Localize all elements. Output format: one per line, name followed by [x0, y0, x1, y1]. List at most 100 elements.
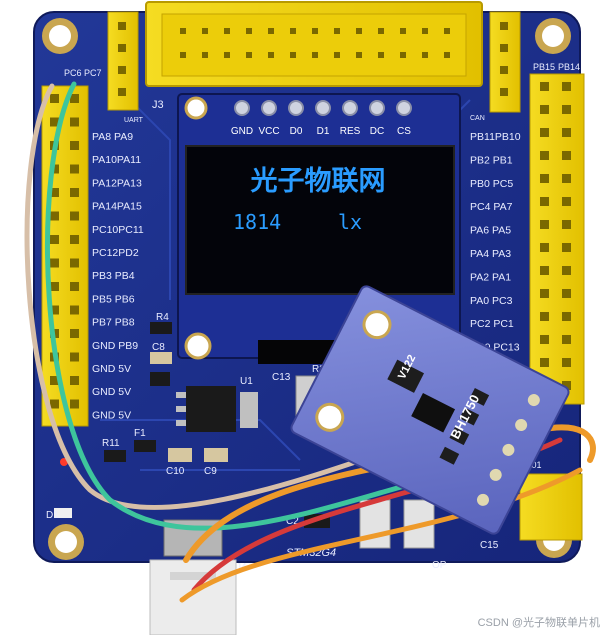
left-pin-label: PC10PC11: [92, 224, 144, 236]
right-header-pin: [540, 151, 549, 160]
right-header-pin: [562, 220, 571, 229]
right-pin-label: PA4 PA3: [470, 248, 511, 260]
label-c15: C15: [480, 540, 499, 551]
oled-pin-label: GND: [231, 126, 253, 137]
u1-label: U1: [240, 376, 253, 387]
can-label: CAN: [470, 115, 485, 122]
left-pin-label: GND 5V: [92, 409, 131, 421]
box-header-pin: [246, 28, 252, 34]
left-header-pin: [50, 376, 59, 385]
right-header-pin: [540, 266, 549, 275]
left-header-pin: [70, 164, 79, 174]
box-header-pin: [444, 28, 450, 34]
left-header-pin: [50, 282, 59, 291]
box-header-pin: [378, 52, 384, 58]
left-header-pin: [70, 117, 79, 127]
right-header-pin: [562, 312, 571, 321]
right-pin-label: PB0 PC5: [470, 178, 513, 190]
left-pin-label: PC12PD2: [92, 247, 139, 259]
oled-pin-hole: [288, 100, 304, 116]
mounting-hole-top-right: [535, 18, 571, 54]
box-header-pin: [356, 28, 362, 34]
oled-title: 光子物联网: [250, 166, 386, 197]
left-header-pin: [50, 235, 59, 244]
pb15-label: PB15: [533, 62, 555, 72]
oled-pin-label: D1: [317, 126, 330, 137]
left-header-pin: [50, 117, 59, 127]
led-d1: [54, 508, 72, 518]
label-c9: C9: [204, 466, 217, 477]
uart-label: UART: [124, 117, 144, 124]
left-header-pin: [50, 211, 59, 221]
pb14-label: PB14: [558, 62, 580, 72]
left-pin-label: GND 5V: [92, 386, 131, 398]
box-header-pin: [312, 52, 318, 58]
label-c8: C8: [152, 342, 165, 353]
right-header-pin: [562, 82, 571, 91]
left-header-pin: [50, 94, 59, 103]
fuse-f1: [134, 440, 156, 452]
label-c13: C13: [272, 372, 291, 383]
left-pin-label: PB5 PB6: [92, 293, 135, 305]
left-header-pin: [50, 305, 59, 315]
oled-pin-hole: [234, 100, 250, 116]
box-header-pin: [444, 52, 450, 58]
j3-label: J3: [152, 99, 164, 111]
right-header-pin: [562, 266, 571, 275]
left-header-pin: [70, 188, 79, 197]
capacitor-c10: [168, 448, 192, 462]
right-pin-label: PA2 PA1: [470, 271, 511, 283]
left-pin-label: PA12PA13: [92, 177, 142, 189]
can-header: [489, 11, 521, 113]
oled-pin-label: RES: [340, 126, 361, 137]
left-header-pin: [50, 258, 59, 268]
right-pin-label: PA6 PA5: [470, 225, 511, 237]
box-header-pin: [290, 52, 296, 58]
left-pin-label: PA8 PA9: [92, 131, 133, 143]
right-header-pin: [540, 174, 549, 183]
right-pin-label: PC4 PA7: [470, 201, 513, 213]
box-header-pin: [312, 28, 318, 34]
left-header-pin: [70, 376, 79, 385]
right-pin-label: PC2 PC1: [470, 318, 514, 330]
left-pin-label: PB7 PB8: [92, 317, 135, 329]
left-pin-label: PA14PA15: [92, 201, 142, 213]
right-header-pin: [562, 128, 571, 137]
chip-small: [150, 372, 170, 386]
box-header-pin: [356, 52, 362, 58]
left-pin-label: PA10PA11: [92, 154, 141, 166]
box-header-pin: [224, 52, 230, 58]
right-header-pin: [540, 220, 549, 229]
box-header-pin: [180, 52, 186, 58]
left-header-pin: [70, 329, 79, 338]
left-header-pin: [70, 258, 79, 268]
label-f1: F1: [134, 428, 146, 439]
box-header-pin: [334, 28, 340, 34]
mcu-label: STM32G4: [286, 547, 336, 559]
right-header-pin: [562, 358, 571, 367]
capacitor-c8: [150, 352, 172, 364]
oled-pin-hole: [315, 100, 331, 116]
tactile-button: [359, 499, 391, 549]
label-d1: D1: [46, 510, 59, 521]
right-pin-label: PB11PB10: [470, 131, 521, 143]
left-header-pin: [70, 235, 79, 244]
label-c2: C2: [286, 516, 299, 527]
pc6-label: PC6: [64, 68, 82, 78]
left-pin-label: PB3 PB4: [92, 270, 135, 282]
left-header-pin: [70, 305, 79, 315]
bh1750-sensor-module: [290, 285, 570, 535]
oled-pin-hole: [342, 100, 358, 116]
oled-pin-hole: [396, 100, 412, 116]
voltage-regulator-u1: [176, 386, 258, 432]
box-header-pin: [290, 28, 296, 34]
right-header-pin: [562, 174, 571, 183]
oled-pin-label: DC: [370, 126, 384, 137]
right-pin-header: [529, 73, 585, 405]
right-header-pin: [562, 289, 571, 298]
oled-pin-label: CS: [397, 126, 411, 137]
box-header-pin: [422, 52, 428, 58]
label-r3: R3: [312, 364, 325, 375]
